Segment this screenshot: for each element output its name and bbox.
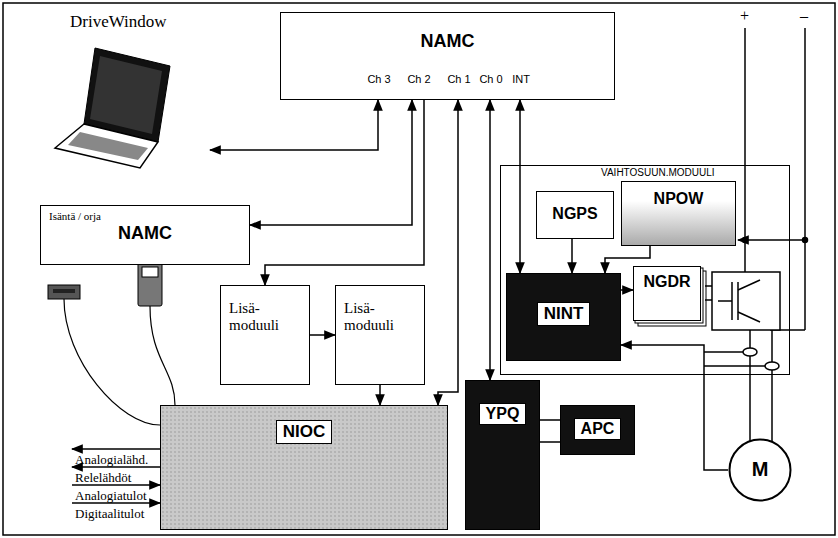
io-label: Relelähdöt [75, 470, 131, 485]
bus-line [540, 441, 560, 443]
inverter-module: VAIHTOSUUN.MODUULI NGPS NPOW NINT NGDR [500, 165, 790, 375]
control-panel [48, 262, 175, 425]
io-label: Digitaalitulot [75, 506, 144, 521]
polarity-sign: + [740, 8, 749, 23]
connector [519, 100, 521, 273]
io-label: Analogialähd. [75, 452, 148, 467]
motor-circle: M [728, 438, 792, 502]
node-label: YPQ [479, 403, 527, 425]
connector [265, 100, 424, 285]
port-label: Ch 1 [447, 73, 470, 86]
option-module: Lisä- moduuli [335, 285, 425, 385]
power-supply-board: NGPS [536, 191, 614, 239]
connector [621, 345, 728, 470]
connector [379, 385, 381, 405]
io-label: Analogiatulot [75, 488, 147, 503]
connector [540, 419, 560, 421]
connector [621, 289, 633, 291]
apc-board: APC [560, 405, 635, 455]
node-label: Lisä- moduuli [229, 300, 303, 335]
node-label: Isäntä / orja [49, 210, 241, 223]
motor-wires [704, 330, 779, 444]
node-label: APC [574, 418, 622, 440]
software-pc: DriveWindow [40, 10, 210, 185]
node-label: NGPS [537, 205, 613, 223]
option-module: Lisä- moduuli [220, 285, 310, 385]
pulse-encoder-board: YPQ [465, 380, 540, 530]
connector [571, 239, 573, 273]
port-label: NAMC [49, 223, 241, 244]
interface-board: NINT [506, 273, 621, 361]
connector [438, 100, 458, 405]
node-label: NAMC [281, 31, 614, 52]
node-label: DriveWindow [70, 12, 210, 32]
io-lines [72, 449, 160, 503]
port-label: Ch 3 [367, 73, 390, 86]
port-label: Ch 0 [479, 73, 502, 86]
master-slave-board: Isäntä / orjaNAMC [40, 205, 250, 265]
connector [210, 100, 378, 150]
node-label: VAIHTOSUUN.MODUULI [601, 167, 789, 179]
node-label: NINT [537, 302, 591, 326]
node-label: NPOW [622, 190, 735, 208]
frame [3, 3, 835, 535]
port-label: INT [512, 73, 530, 86]
igbt-symbol [705, 272, 780, 330]
gate-driver-board: NGDR [633, 266, 701, 321]
node-label: NGDR [634, 273, 700, 291]
connector [489, 100, 491, 380]
power-board: NPOW [621, 181, 736, 246]
node-label: NIOC [276, 420, 333, 444]
node-label: M [728, 458, 792, 481]
node-label: Lisä- moduuli [344, 300, 418, 335]
connector [250, 100, 412, 225]
laptop-illustration [55, 48, 170, 168]
connector [310, 334, 335, 336]
control-board: NAMC Ch 3 Ch 2 Ch 1 Ch 0 INT [280, 12, 615, 100]
io-board: NIOC [160, 405, 448, 530]
polarity-sign: – [800, 8, 808, 23]
port-label: Ch 2 [407, 73, 430, 86]
